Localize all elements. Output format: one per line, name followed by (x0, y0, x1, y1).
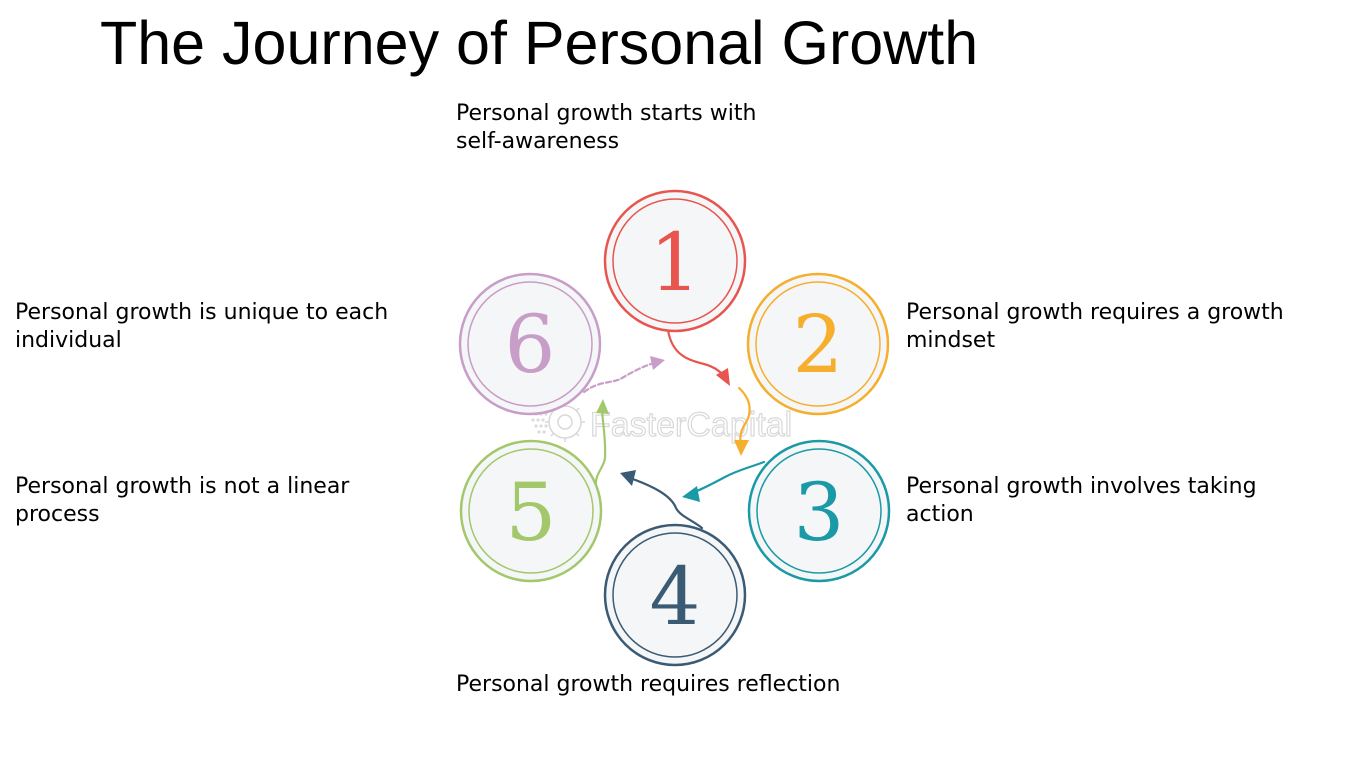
step-number: 1 (650, 216, 701, 309)
step-6: 6 (458, 272, 602, 416)
step-1-label: Personal growth starts with self-awarene… (456, 101, 757, 154)
page-title: The Journey of Personal Growth (100, 9, 979, 77)
step-number: 3 (794, 466, 845, 559)
step-6-label: Personal growth is unique to each indivi… (15, 300, 389, 353)
dots-icon (531, 412, 548, 434)
watermark: FasterCapital (531, 402, 793, 445)
connector-2-3 (734, 386, 751, 456)
watermark-text: FasterCapital (590, 406, 792, 444)
step-4: 4 (603, 523, 747, 667)
step-4-label: Personal growth requires reflection (456, 672, 841, 697)
step-2: 2 (746, 272, 890, 416)
step-3: 3 (747, 439, 891, 583)
step-number: 5 (506, 466, 557, 559)
connector-1-2 (666, 328, 730, 386)
connector-3-4 (682, 460, 766, 502)
step-5: 5 (459, 439, 603, 583)
step-number: 6 (505, 298, 556, 391)
step-3-label: Personal growth involves taking action (906, 474, 1257, 527)
step-number: 4 (650, 550, 701, 643)
step-1: 1 (603, 189, 747, 333)
connectors (581, 328, 766, 536)
connector-4-5 (620, 470, 704, 530)
step-5-label: Personal growth is not a linear process (15, 474, 350, 527)
step-2-label: Personal growth requires a growth mindse… (906, 300, 1284, 353)
connector-6-1 (582, 356, 665, 394)
step-number: 2 (793, 298, 844, 391)
